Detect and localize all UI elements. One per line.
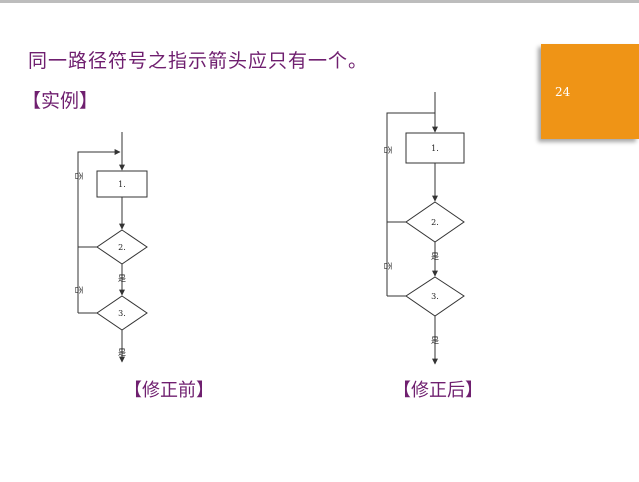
before-process-box-1 [96,170,148,198]
after-process-box-1 [405,132,465,164]
before-box1-label: 1. [118,180,126,189]
before-yes-label-3: 是 [118,348,126,357]
after-diamond3-label: 3. [431,292,439,301]
flowchart-before [77,132,148,363]
page-number-box: 24 [541,44,639,139]
flowchart-after [386,92,465,365]
before-loop-arrow-3 [77,149,121,313]
caption-before: 【修正前】 [124,380,214,401]
slide-heading: 同一路径符号之指示箭头应只有一个。 [28,50,369,72]
before-no-label-bottom: 否 [74,286,83,294]
before-diamond2-label: 2. [118,243,126,252]
before-no-label-top: 否 [74,172,83,180]
top-rule [0,0,639,3]
after-no-label-bottom: 否 [383,262,392,270]
before-yes-label-2: 是 [118,274,126,283]
after-box1-label: 1. [431,144,439,153]
after-loop-line [386,112,435,296]
before-diamond3-label: 3. [118,309,126,318]
example-label: 【实例】 [22,90,99,112]
after-diamond2-label: 2. [431,218,439,227]
after-no-label-top: 否 [383,146,392,154]
page-number: 24 [555,85,571,99]
after-yes-label-2: 是 [431,252,439,261]
caption-after: 【修正后】 [393,380,483,401]
after-yes-label-3: 是 [431,336,439,345]
